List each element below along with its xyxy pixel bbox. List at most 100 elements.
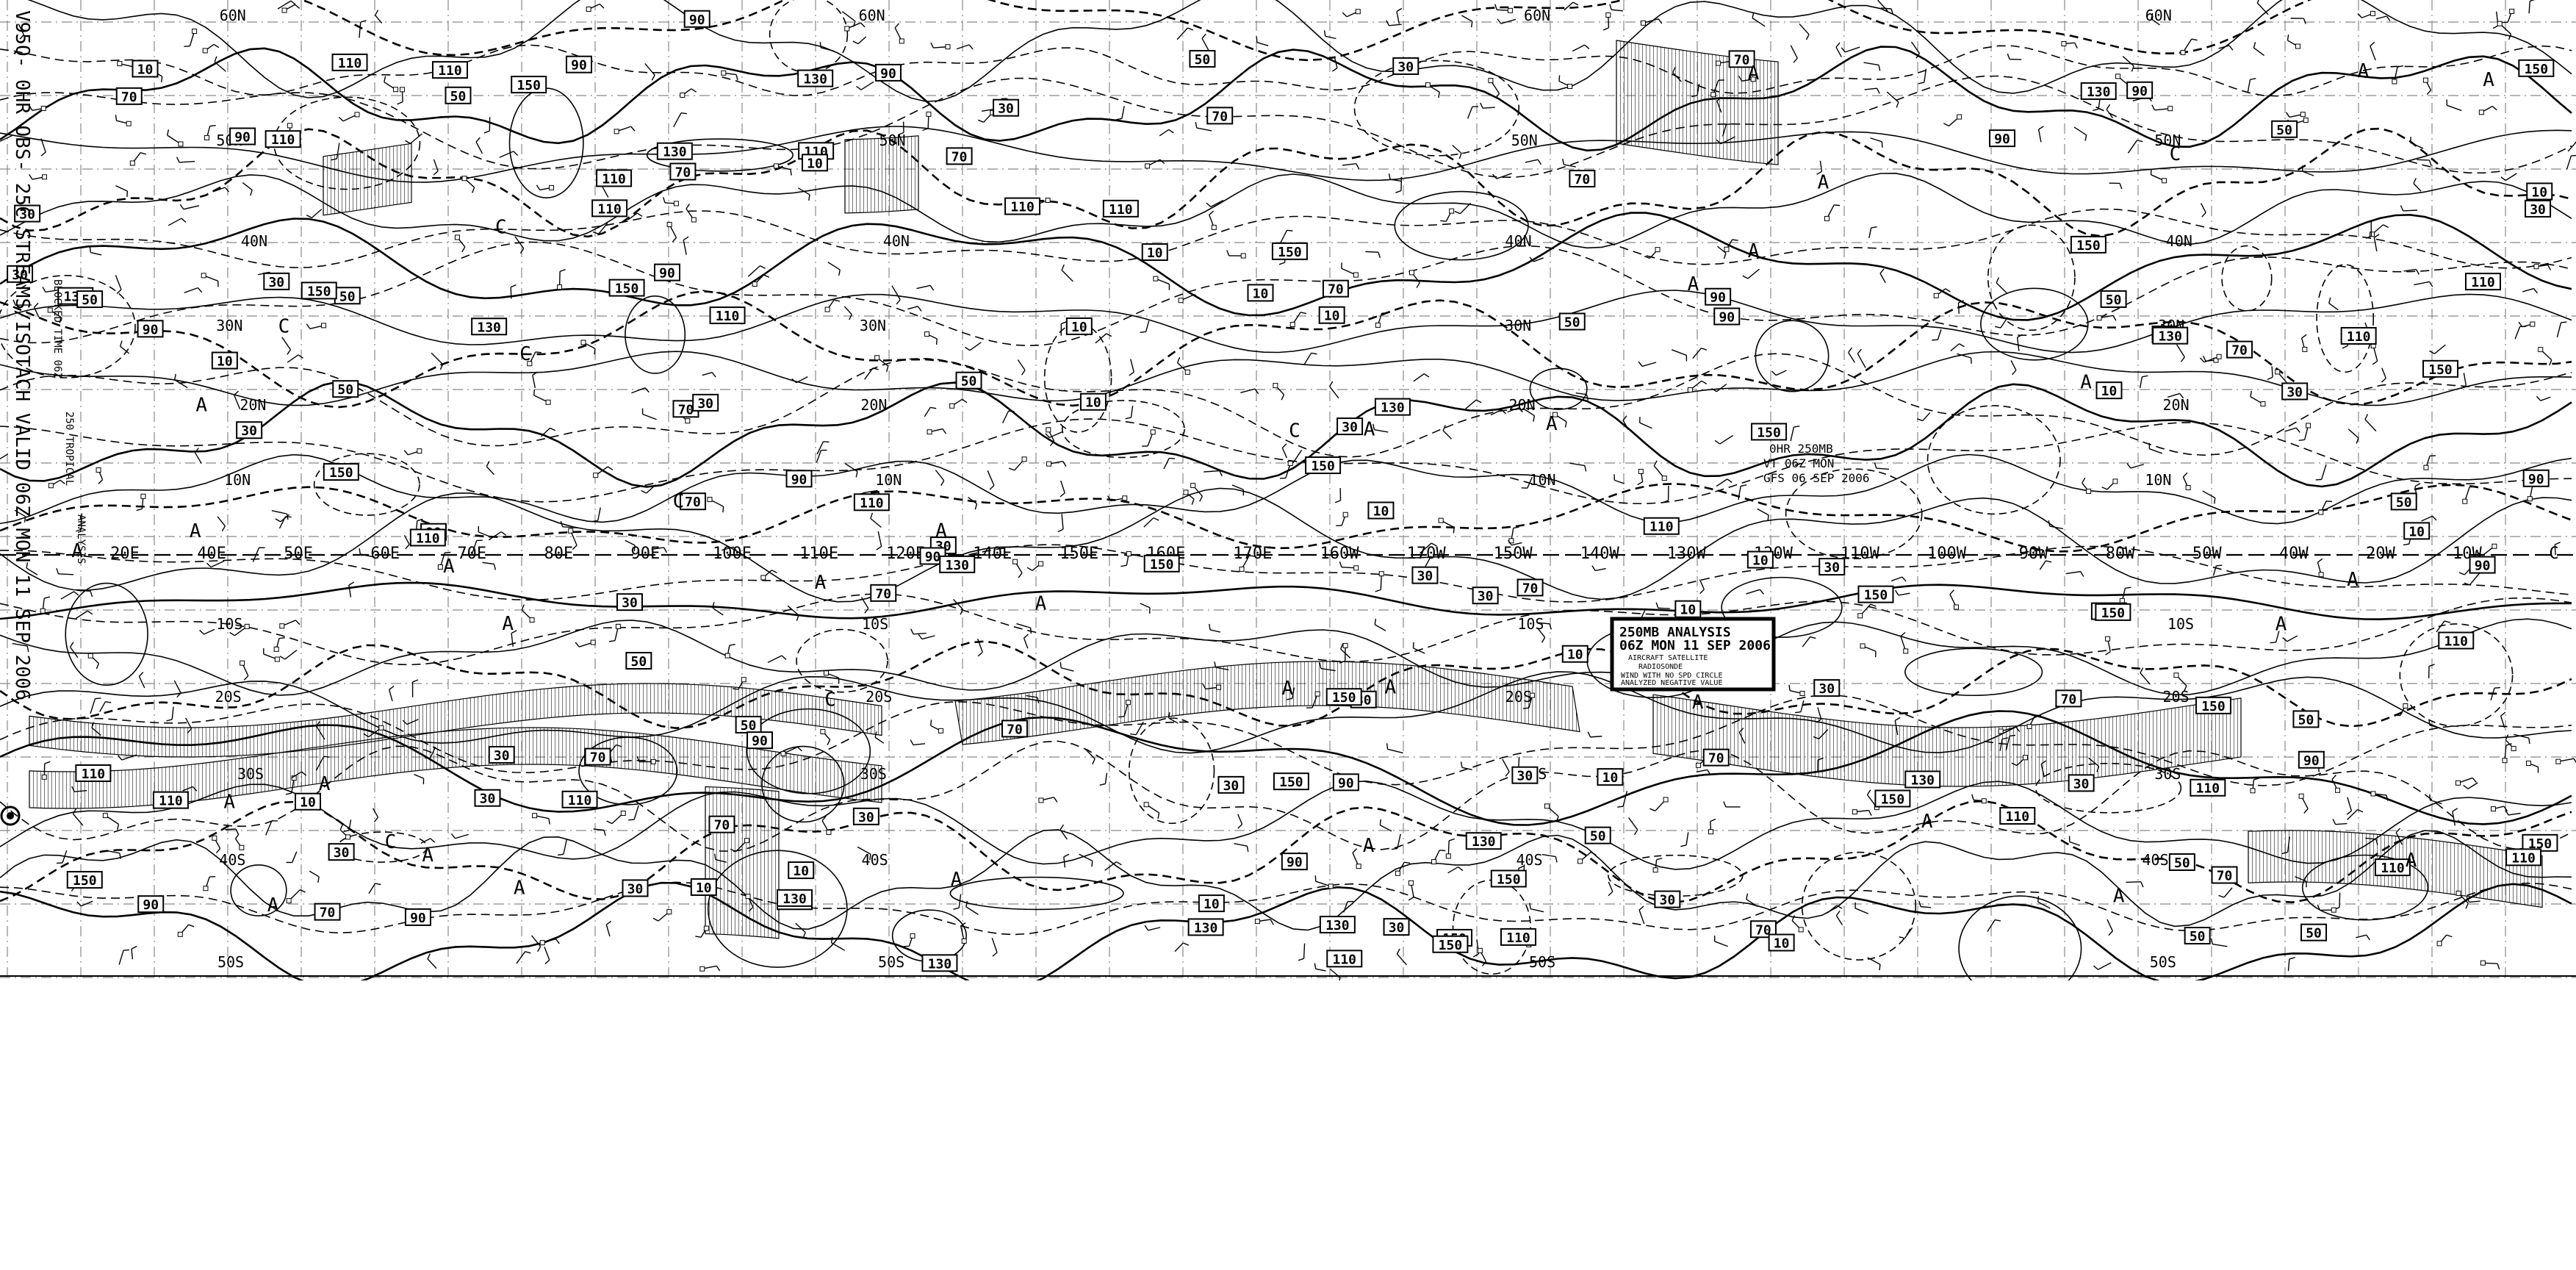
isotach-label: 30 [697,396,713,412]
isotach-label: 30 [1818,681,1835,697]
isotach-label: 130 [1381,401,1405,416]
circulation-center: A [1692,692,1704,714]
isotach-label-box [328,843,355,861]
isotach-label-box [1472,586,1499,605]
isotach-label-box [653,263,680,281]
isotach-label: 90 [234,129,251,145]
isotach-label-box [777,889,813,907]
isotach-label: 110 [1649,520,1674,535]
isotach-label: 130 [2087,85,2111,100]
isotach-label-box [211,351,238,370]
isotach-label-box [471,318,508,336]
isotach-label: 90 [2131,84,2148,99]
isotach-label: 30 [1417,569,1433,584]
isotach-label-box [1319,916,1356,934]
latitude-label: 10S [862,615,888,633]
latitude-label: 40S [219,851,245,869]
latitude-label: 20S [1505,688,1532,706]
isotach-label-box [263,272,290,290]
circulation-center: A [815,572,827,594]
isotach-label: 10 [696,880,712,896]
isotach-label-box [1768,933,1795,952]
isotach-label: 90 [791,472,807,487]
isotach-label: 110 [271,132,295,148]
isotach-label-box [1332,773,1359,792]
isotach-label-box [2100,290,2127,308]
isotach-label: 50 [1564,315,1580,331]
isotach-label: 130 [928,956,952,972]
isotach-label: 150 [1497,872,1521,887]
isotach-label: 10 [217,354,233,370]
isotach-label-box [1999,807,2036,825]
isotach-label-box [265,130,301,148]
longitude-label: 160W [1320,545,1360,563]
isotach-label-box [1702,748,1730,767]
isotach-label: 70 [1328,282,1344,298]
isotach-label-box [955,371,982,390]
isotach-label-box [616,593,643,611]
latitude-label: 30N [216,317,242,334]
isotach-label-box [2195,696,2231,714]
isotach-label: 150 [307,284,331,299]
circulation-center: A [502,613,514,635]
latitude-label: 40N [2166,232,2192,250]
isotach-label: 30 [1478,589,1494,604]
isotach-label-box [75,764,112,783]
isotach-label-box [1102,199,1139,218]
isotach-label-box [2390,492,2417,511]
isotach-label: 10 [1602,770,1619,786]
latitude-label: 10N [875,471,902,489]
isotach-label: 70 [1007,722,1023,737]
latitude-label: 10N [1529,471,1555,489]
isotach-label-box [1217,775,1245,794]
isotach-label: 90 [1338,775,1354,791]
isotach-label: 70 [951,149,968,165]
isotach-label-box [2518,59,2555,77]
latitude-label: 40N [241,232,267,250]
latitude-label: 30S [2154,765,2181,783]
nws-logo [0,806,21,826]
isotach-label: 30 [1824,560,1840,575]
circulation-center: A [190,520,201,542]
isotach-label: 30 [480,792,496,807]
isotach-label-box [690,878,717,896]
isotach-label-box [1746,550,1774,569]
isotach-label-box [236,421,263,440]
isotach-label-box [137,895,165,914]
isotach-label-box [1326,950,1363,968]
isotach-label: 10 [1324,309,1340,324]
longitude-label: 140E [973,545,1012,563]
isotach-label-box [1281,853,1308,871]
circulation-center: A [195,395,207,417]
isotach-label: 130 [1325,918,1350,933]
isotach-label-box [1749,920,1777,939]
isotach-label-box [294,792,321,811]
isotach-label: 50 [1195,52,1211,68]
longitude-label: 90W [2019,545,2048,563]
isotach-label: 30 [1660,893,1676,908]
latitude-label: 50N [1511,132,1538,149]
isotach-label-box [1198,894,1225,913]
longitude-label: 50W [2192,545,2222,563]
isotach-label: 110 [159,794,183,809]
isotach-label-box [1411,566,1439,584]
latitude-label: 60N [859,7,885,24]
isotach-label: 110 [860,495,884,511]
isotach-label-box [1247,284,1274,302]
latitude-label: 20S [866,688,892,706]
longitude-label: 130W [1667,545,1707,563]
isotach-label: 150 [1278,245,1302,260]
isotach-label-box [874,63,902,82]
isotach-label: 70 [2217,869,2233,884]
isotach-label: 70 [1522,581,1539,596]
isotach-label-box [488,745,515,764]
isotach-label-box [2281,382,2309,401]
isotach-label: 70 [1708,751,1724,767]
isotach-label: 90 [1994,132,2010,147]
isotach-label-box [1374,398,1411,416]
isotach-label: 30 [12,268,28,283]
isotach-label-box [2095,603,2131,621]
analysis-title: 250MB ANALYSIS [1619,625,1731,640]
isotach-label: 110 [1010,200,1035,215]
isotach-label-box [2095,381,2123,400]
